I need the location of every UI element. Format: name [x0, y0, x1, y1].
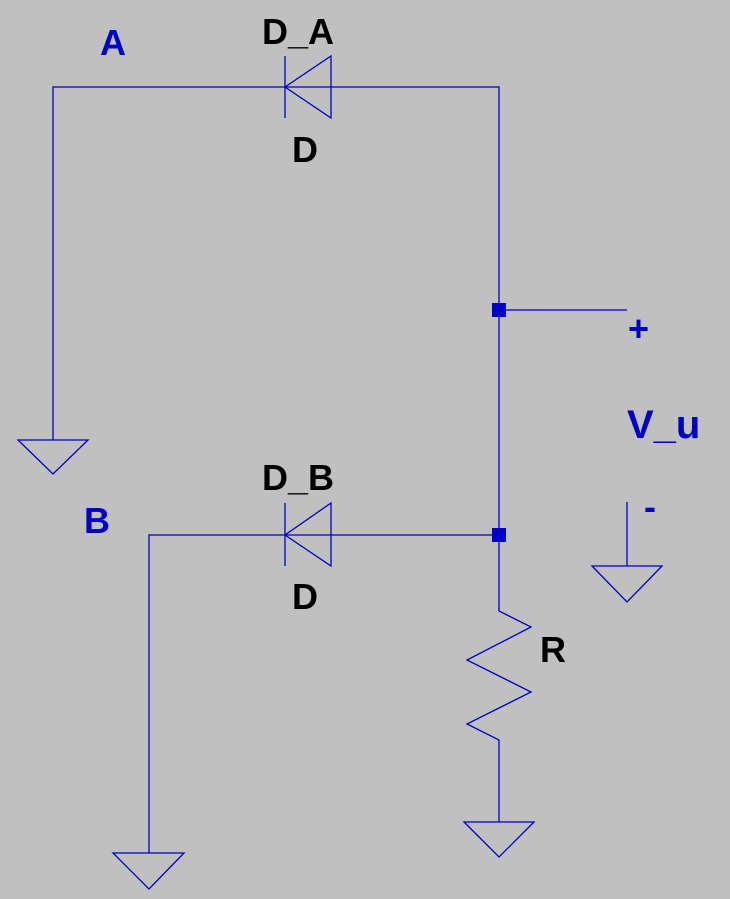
junction-dot-bottom [492, 528, 506, 542]
ground-output-symbol [590, 565, 664, 603]
diode-a-name: D_A [262, 11, 335, 52]
net-label-b: B [84, 500, 110, 541]
junction-dot-output [492, 303, 506, 317]
diode-b-name: D_B [262, 457, 335, 498]
diode-b-value: D [292, 576, 318, 617]
ground-a-symbol [16, 439, 90, 475]
diode-b-symbol [283, 501, 332, 568]
net-label-a: A [100, 22, 126, 63]
wire-diode-a-to-rail [331, 86, 500, 310]
wire-net-a [52, 86, 285, 440]
output-plus-label: + [628, 308, 650, 349]
resistor-name: R [540, 629, 566, 670]
wire-net-b [148, 534, 285, 853]
diode-a-value: D [292, 129, 318, 170]
diode-a-symbol [283, 54, 332, 120]
ground-b-symbol [111, 852, 186, 890]
resistor-symbol [465, 535, 533, 822]
output-minus-label: - [644, 486, 656, 527]
ground-resistor-symbol [462, 821, 536, 858]
output-name-label: V_u [627, 403, 701, 447]
